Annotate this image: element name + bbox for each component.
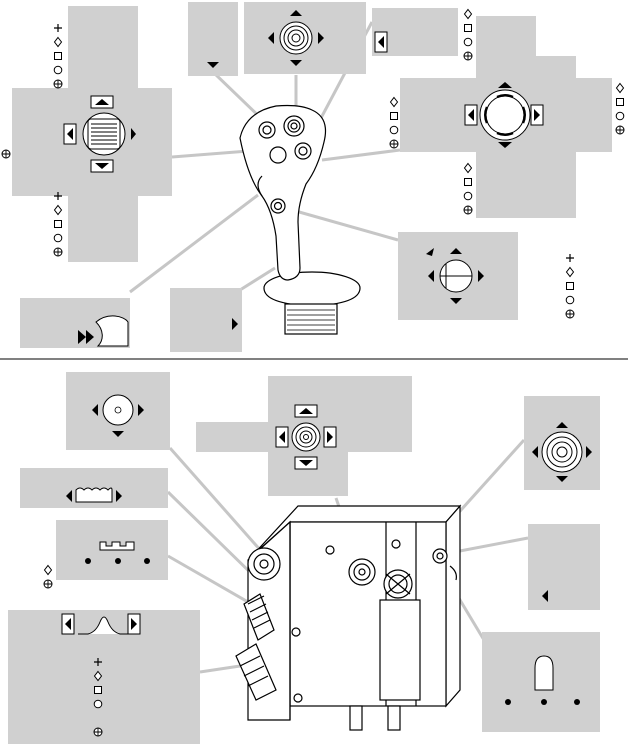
mode-symbol-diamond xyxy=(44,565,52,575)
pov-hat-icon xyxy=(532,422,592,482)
arrow-left-icon xyxy=(464,104,478,126)
arrow-left-icon xyxy=(66,490,72,502)
joystick-drawing xyxy=(239,104,361,335)
pov-hat-panel xyxy=(390,10,624,218)
toggle-icon xyxy=(534,655,554,691)
trim-hat-icon xyxy=(426,248,484,304)
throttle-hat-panel xyxy=(196,376,412,496)
arrow-right-icon xyxy=(127,613,141,635)
button-left-panel xyxy=(372,8,458,56)
wheel-panel xyxy=(20,468,168,508)
arrow-left-icon xyxy=(542,590,548,602)
mode-symbol-square xyxy=(94,686,102,694)
mode-symbol-crosshair xyxy=(1,149,11,159)
toggle-switch-panel xyxy=(482,632,600,732)
trim-hat-panel xyxy=(398,232,518,320)
hat-switch-icon xyxy=(291,422,321,452)
mode-symbol-crosshair xyxy=(43,579,53,589)
arrow-down-icon xyxy=(207,62,219,68)
throttle-drawing xyxy=(235,504,462,731)
throttle-button-panel xyxy=(66,372,170,450)
arrow-down-icon xyxy=(294,456,318,470)
thumb-hat-panel xyxy=(244,2,366,74)
side-button-panel xyxy=(528,524,600,610)
slider-panel xyxy=(8,610,200,744)
mode-symbols-bottom xyxy=(54,192,62,256)
throttle-pov-panel xyxy=(524,396,600,490)
arrow-left-icon xyxy=(374,31,388,53)
mode-symbol-crosshair xyxy=(93,727,103,737)
mode-symbols-top xyxy=(464,10,472,61)
three-position-switch-panel xyxy=(43,520,168,589)
mode-symbols-left xyxy=(390,98,398,149)
button-icon xyxy=(92,394,144,437)
mode-symbols-bottom xyxy=(464,164,472,215)
mode-symbols-right xyxy=(616,84,624,135)
mode-symbols-top xyxy=(54,24,62,88)
slider-icon xyxy=(78,616,128,635)
pinky-button-panel xyxy=(188,2,238,76)
mode-symbol-circle xyxy=(93,699,103,709)
rocker-panel xyxy=(20,298,130,348)
arrow-right-icon xyxy=(131,128,136,140)
arrow-right-icon xyxy=(116,490,122,502)
rocker-icon xyxy=(95,315,129,347)
pov-hat-icon xyxy=(479,82,531,148)
ribbed-hat-icon xyxy=(82,112,126,156)
pinky-switch-panel xyxy=(170,288,242,352)
arrow-up-icon xyxy=(294,404,318,418)
mode-symbols-legend xyxy=(566,254,574,318)
switch-icon xyxy=(99,541,135,551)
arrow-left-icon xyxy=(61,613,75,635)
arrow-down-icon xyxy=(90,159,114,173)
hat-switch-icon xyxy=(268,10,324,66)
arrow-right-icon xyxy=(530,104,544,126)
arrow-right-icon xyxy=(323,426,337,448)
wheel-icon xyxy=(75,487,113,503)
trigger-hat-panel xyxy=(1,6,172,262)
arrow-left-icon xyxy=(275,426,289,448)
arrow-right-icon xyxy=(232,318,238,330)
arrow-up-icon xyxy=(90,95,114,109)
arrow-left-icon xyxy=(63,123,77,145)
